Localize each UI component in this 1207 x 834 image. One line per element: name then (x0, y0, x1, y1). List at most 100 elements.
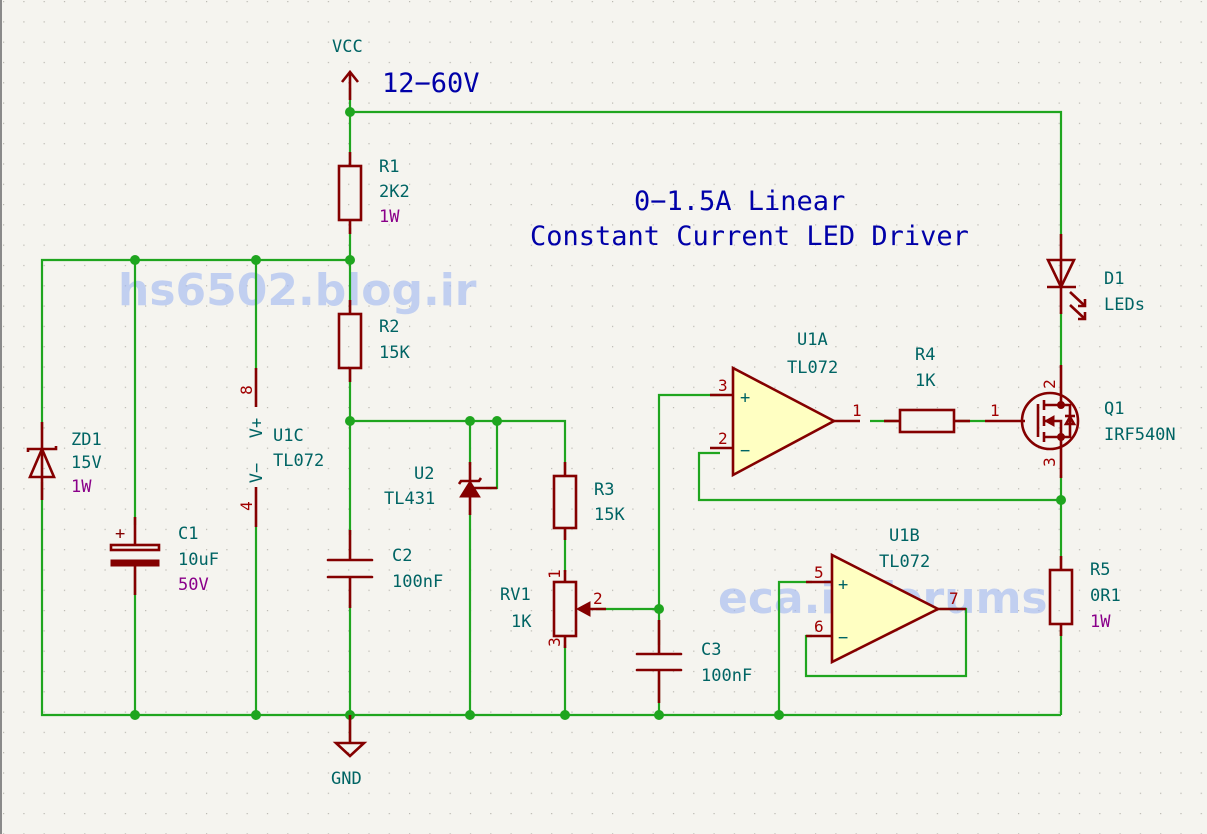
c1-plate-positive (109, 543, 161, 552)
q1-pin-3: 3 (1040, 457, 1059, 467)
shunt-regulator-u2[interactable]: U2 TL431 (384, 462, 497, 515)
c3-value: 100nF (701, 666, 752, 686)
r4-value: 1K (915, 371, 936, 391)
capacitor-c2[interactable]: C2 100nF (326, 530, 443, 608)
mosfet-q1[interactable]: 1 2 3 Q1 IRF540N (985, 365, 1176, 478)
junction (774, 710, 784, 720)
resistor-r1[interactable]: R1 2K2 1W (337, 152, 410, 234)
u1b-pin-6: 6 (814, 617, 824, 636)
gnd-label: GND (331, 769, 362, 789)
u1b-ref: U1B (889, 526, 920, 546)
opamp-u1a[interactable]: 3 2 1 + − U1A TL072 (710, 330, 862, 478)
c2-ref: C2 (392, 546, 412, 566)
q1-diode-lead (1061, 403, 1072, 439)
gnd-symbol[interactable]: GND (331, 715, 368, 789)
u1a-pin-2: 2 (718, 429, 728, 448)
vcc-label: VCC (332, 37, 363, 57)
q1-pin-1: 1 (990, 401, 1000, 420)
capacitor-c3[interactable]: C3 100nF (635, 620, 752, 703)
zener-zd1[interactable]: ZD1 15V 1W (26, 422, 102, 500)
junction (654, 604, 664, 614)
wire-15v-rail (40, 258, 350, 430)
q1-pin-2: 2 (1040, 379, 1059, 389)
c1-polarity-icon: + (115, 524, 125, 544)
zd1-value: 15V (71, 453, 102, 473)
c3-ref: C3 (701, 640, 721, 660)
r4-ref: R4 (915, 345, 935, 365)
u1a-minus-symbol: − (740, 441, 750, 461)
r2-value: 15K (379, 343, 410, 363)
u1c-pin-4: 4 (237, 501, 256, 511)
supply-voltage-label: 12−60V (382, 68, 480, 99)
watermark-blog: hs6502.blog.ir (118, 265, 477, 316)
junction (130, 710, 140, 720)
c1-rating: 50V (178, 575, 209, 595)
rv1-wiper-arrow-icon (575, 601, 591, 617)
junction (560, 710, 570, 720)
d1-ref: D1 (1104, 269, 1124, 289)
zd1-triangle-icon (28, 445, 56, 479)
r1-ref: R1 (379, 157, 399, 177)
capacitor-c1[interactable]: + C1 10uF 50V (109, 517, 219, 595)
wire-u1a-feedback (697, 451, 1061, 502)
wire-gnd-rail (40, 482, 1061, 717)
d1-value: LEDs (1104, 295, 1145, 315)
r2-ref: R2 (379, 317, 399, 337)
title-line-1: 0−1.5A Linear (634, 186, 845, 217)
junction (251, 710, 261, 720)
potentiometer-rv1[interactable]: 1 2 3 RV1 1K (500, 569, 606, 648)
q1-ref: Q1 (1104, 399, 1124, 419)
u1c-vminus-label: V− (247, 463, 267, 483)
resistor-r5[interactable]: R5 0R1 1W (1048, 556, 1121, 636)
u2-value: TL431 (384, 489, 435, 509)
u1a-plus-symbol: + (740, 388, 750, 408)
r5-ref: R5 (1090, 560, 1110, 580)
r3-value: 15K (594, 505, 625, 525)
r1-rating: 1W (379, 207, 400, 227)
junction (130, 255, 140, 265)
u1b-triangle-icon (830, 552, 941, 665)
u1b-plus-symbol: + (838, 575, 848, 595)
vcc-symbol[interactable]: VCC (332, 37, 363, 100)
vcc-arrow-icon (340, 69, 360, 83)
d1-light-arrows-icon (1069, 291, 1087, 321)
d1-triangle-icon (1045, 258, 1077, 290)
opamp-u1b[interactable]: 5 6 7 + − U1B TL072 (806, 526, 966, 665)
junction (465, 710, 475, 720)
q1-value: IRF540N (1104, 425, 1176, 445)
r3-ref: R3 (594, 480, 614, 500)
resistor-r4[interactable]: R4 1K (884, 345, 970, 434)
junction (251, 255, 261, 265)
rv1-value: 1K (511, 612, 532, 632)
u1b-minus-symbol: − (838, 628, 848, 648)
rv1-pin-2: 2 (593, 589, 603, 608)
junction (1056, 495, 1066, 505)
resistor-r3[interactable]: R3 15K (552, 462, 625, 540)
rv1-ref: RV1 (500, 585, 531, 605)
wire-u1b-plus (777, 580, 812, 715)
junction (345, 255, 355, 265)
junction (345, 107, 355, 117)
opamp-u1c-power[interactable]: 8 4 V+ V− U1C TL072 (237, 368, 324, 527)
u1a-pin-3: 3 (718, 376, 728, 395)
zd1-rating: 1W (71, 477, 92, 497)
u1c-pin-8: 8 (237, 385, 256, 395)
u1a-triangle-icon (731, 365, 837, 478)
u2-ref: U2 (414, 464, 434, 484)
resistor-r2[interactable]: R2 15K (337, 300, 410, 382)
rv1-pin-1: 1 (545, 569, 564, 579)
led-d1[interactable]: D1 LEDs (1045, 234, 1145, 321)
r1-value: 2K2 (379, 182, 410, 202)
junction (654, 710, 664, 720)
title-line-2: Constant Current LED Driver (530, 221, 969, 252)
q1-arrow-icon (1043, 415, 1055, 427)
wire-wiper-u1a-plus (657, 393, 720, 645)
u1a-pin-1: 1 (852, 401, 862, 420)
c1-value: 10uF (178, 550, 219, 570)
c1-plate-negative (110, 559, 160, 567)
u2-bar-icon (457, 477, 483, 485)
u1c-ref: U1C (273, 426, 304, 446)
